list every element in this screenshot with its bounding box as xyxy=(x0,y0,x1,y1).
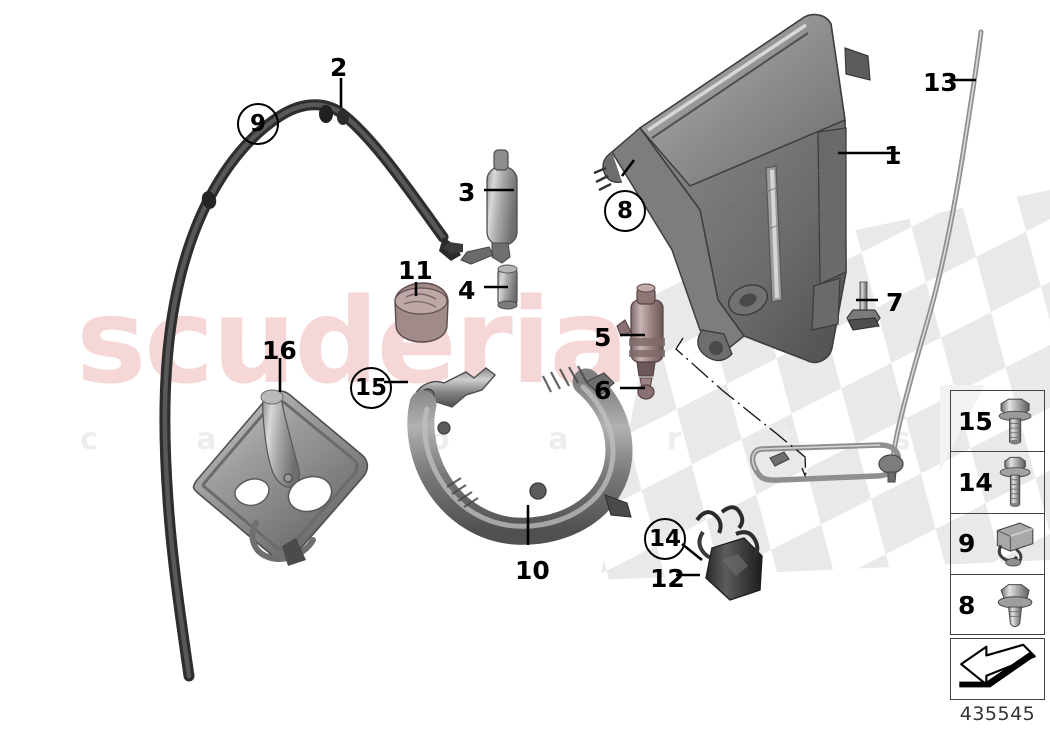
callout-10[interactable]: 10 xyxy=(515,556,550,585)
expanding-rivet-icon xyxy=(988,575,1044,636)
callout-15[interactable]: 15 xyxy=(350,367,392,409)
legend-box: 15 xyxy=(950,390,1045,635)
hose-clamp xyxy=(201,105,349,209)
callout-16[interactable]: 16 xyxy=(262,336,297,365)
legend-number: 14 xyxy=(958,467,993,497)
washer-pump xyxy=(616,283,665,377)
callout-11[interactable]: 11 xyxy=(398,256,433,285)
direction-arrow-icon xyxy=(959,643,1036,688)
washer-fluid-reservoir xyxy=(593,13,871,364)
callout-3[interactable]: 3 xyxy=(458,178,476,207)
callout-2[interactable]: 2 xyxy=(330,53,348,82)
bracket-clip xyxy=(695,505,763,601)
legend-row: 15 xyxy=(951,391,1044,453)
legend-row: 9 xyxy=(951,514,1044,575)
legend-number: 9 xyxy=(958,529,976,559)
diagram-part-number: 435545 xyxy=(959,703,1036,725)
lower-washer-line xyxy=(749,442,904,483)
callout-13[interactable]: 13 xyxy=(923,68,958,97)
callout-4[interactable]: 4 xyxy=(458,276,476,305)
washer-line xyxy=(887,29,984,473)
reservoir-bracket xyxy=(192,389,369,566)
leader-lines xyxy=(278,78,976,577)
legend-number: 15 xyxy=(958,406,993,436)
callout-9[interactable]: 9 xyxy=(237,103,279,145)
assembly-reference-line xyxy=(675,337,807,479)
callout-8[interactable]: 8 xyxy=(604,190,646,232)
callout-14[interactable]: 14 xyxy=(644,518,686,560)
fastening-bolt xyxy=(846,281,881,331)
callout-5[interactable]: 5 xyxy=(594,323,612,352)
hex-flange-bolt-icon xyxy=(988,391,1044,451)
washer-hose-upper xyxy=(159,99,461,682)
legend-row: 14 xyxy=(951,452,1044,514)
filler-pipe xyxy=(407,365,633,545)
callout-7[interactable]: 7 xyxy=(886,288,904,317)
hex-flange-screw-icon xyxy=(988,452,1044,512)
direction-arrow-box xyxy=(950,638,1045,700)
callout-1[interactable]: 1 xyxy=(884,141,902,170)
callout-12[interactable]: 12 xyxy=(650,564,685,593)
legend-number: 8 xyxy=(958,590,976,620)
filler-cap xyxy=(394,282,449,343)
legend-row: 8 xyxy=(951,575,1044,636)
hose-clamp-icon xyxy=(988,514,1044,574)
callout-6[interactable]: 6 xyxy=(594,376,612,405)
washer-pump-headlight xyxy=(443,149,518,265)
